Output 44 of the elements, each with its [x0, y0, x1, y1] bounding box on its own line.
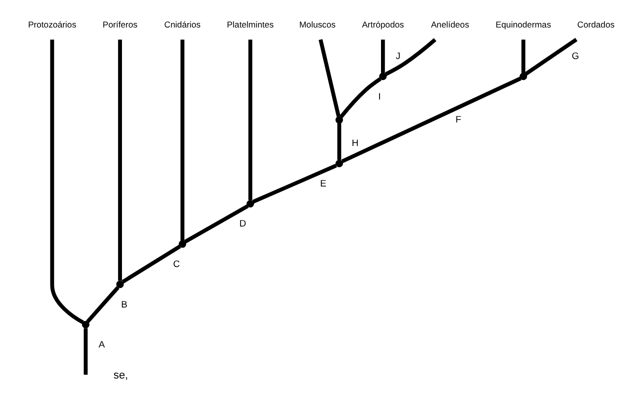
- node-point: [246, 200, 254, 208]
- node-point: [336, 160, 343, 168]
- node-text: Platelmintes: [226, 20, 274, 30]
- connector: [118, 40, 122, 281]
- node-text: Equinodermas: [496, 20, 552, 30]
- connector: [340, 77, 382, 118]
- node-text: Cordados: [577, 20, 615, 30]
- connector: [341, 76, 522, 164]
- connector: [318, 39, 341, 117]
- node-point: [178, 240, 186, 248]
- node-text: Protozoários: [28, 20, 76, 30]
- node-text: Anelídeos: [430, 20, 470, 30]
- node-point: [82, 320, 90, 328]
- connector: [521, 40, 526, 73]
- node-point: [379, 72, 387, 80]
- node-point: [336, 116, 343, 124]
- connector: [86, 286, 120, 324]
- edge-label: D: [239, 218, 246, 229]
- edge-label: A: [98, 340, 105, 350]
- node-text: Moluscos: [299, 20, 336, 30]
- connector: [180, 40, 184, 240]
- edge-label: I: [378, 91, 381, 102]
- edge-label: J: [396, 51, 400, 62]
- connector: [380, 40, 385, 73]
- edge-label: B: [121, 299, 128, 310]
- edge-label: C: [173, 259, 180, 269]
- edge-label: G: [572, 51, 580, 62]
- node-point: [520, 72, 528, 80]
- edge-label: H: [352, 138, 358, 148]
- connector: [50, 40, 84, 324]
- connector: [337, 123, 342, 160]
- connector: [84, 328, 88, 375]
- edge-label: F: [455, 114, 462, 125]
- node-text: Cnidários: [164, 20, 201, 30]
- node-point: [116, 280, 124, 288]
- label: se,: [114, 369, 128, 382]
- node-text: Artrópodos: [362, 20, 404, 30]
- node-text: Poríferos: [102, 20, 138, 30]
- connector: [252, 164, 337, 204]
- connector: [384, 38, 436, 76]
- connector: [524, 38, 578, 76]
- connector: [248, 40, 252, 200]
- edge-label: E: [320, 178, 326, 188]
- connector: [122, 244, 181, 284]
